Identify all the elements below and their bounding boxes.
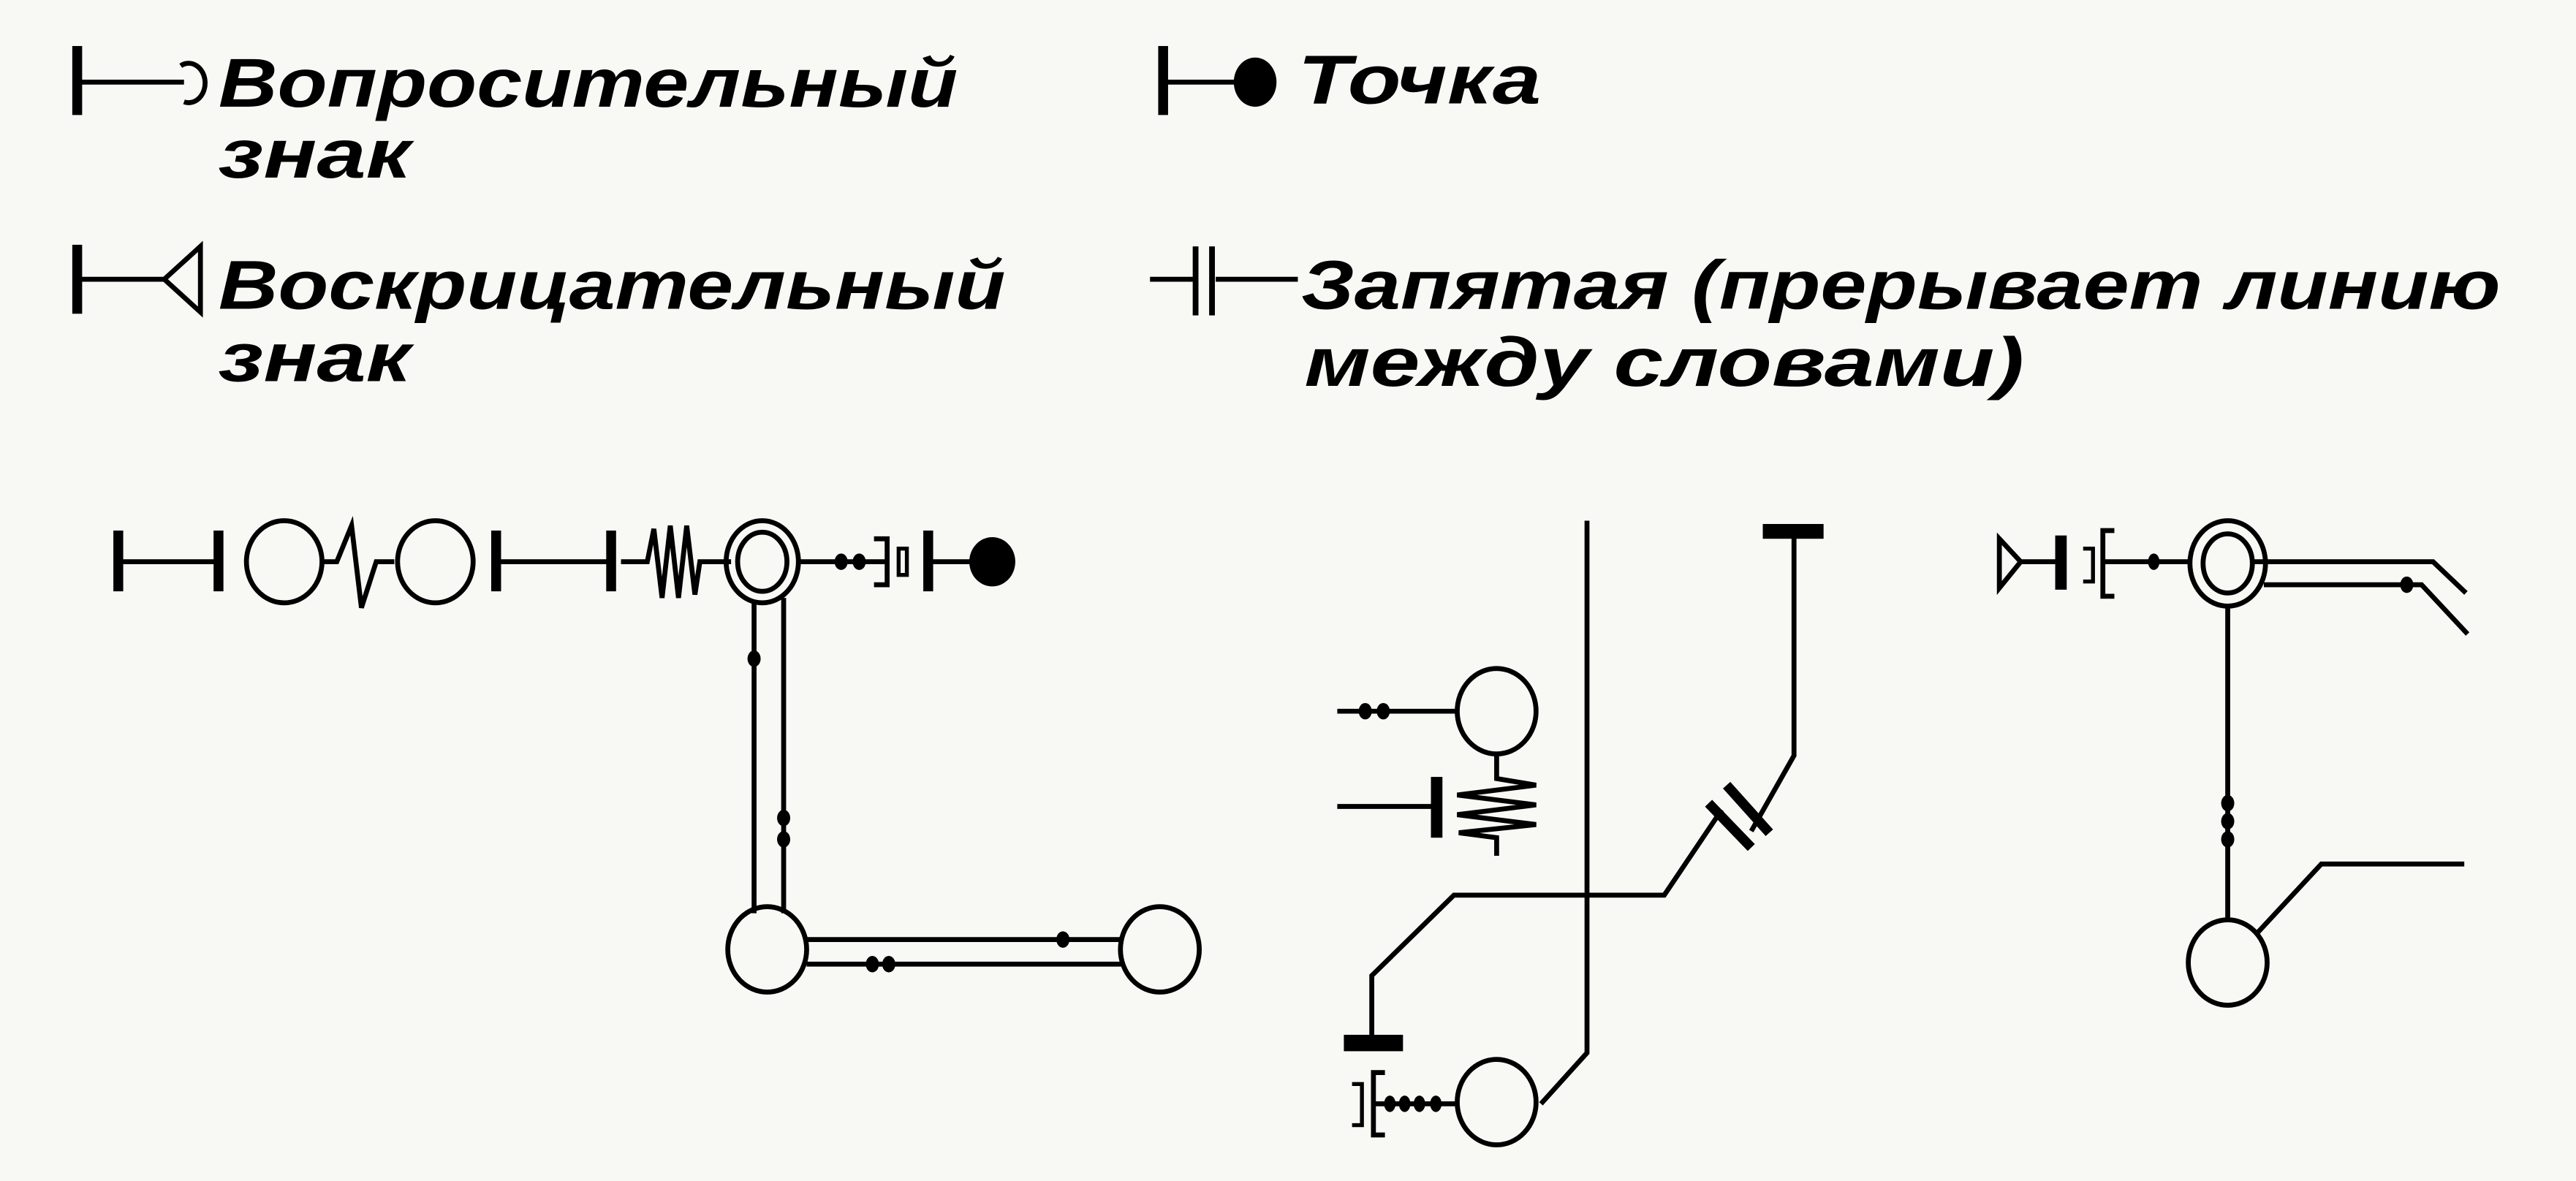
period-symbol-icon [1158,45,1277,115]
bar-icon [1344,1034,1403,1052]
legend-comma: Запятая (прерывает линию между словами) [1150,246,2501,401]
word-circle [2186,917,2270,1008]
bar-icon [606,530,616,592]
word-circle [1118,904,1202,995]
bar-icon [2055,535,2067,590]
bar-icon [923,530,933,592]
bar-icon [1762,523,1824,539]
word-circle [725,904,809,995]
sentence-diagram-middle [1337,520,1824,1147]
question-mark-symbol-icon [72,45,208,115]
resistor-zigzag-icon [621,525,732,599]
legend-exclamation: Воскрицательный знак [72,240,1006,396]
dot-icon [834,553,848,570]
break-zigzag-icon [322,515,395,609]
exclamation-mark-symbol-icon [72,240,203,318]
legend-period: Точка [1158,42,1541,119]
dot-icon [852,553,866,570]
resistor-zigzag-icon [1457,753,1537,856]
legend-question: Вопросительный знак [72,45,958,193]
period-dot-icon [969,536,1015,587]
sentence-diagram-right [1996,518,2470,1008]
bar-icon [113,530,124,592]
bracket-icon [874,536,890,588]
comma-plate-icon [1705,800,1755,851]
bar-icon [1431,777,1443,838]
exclamation-triangle-icon [1996,532,2024,596]
bar-icon [213,530,224,592]
legend-exclamation-label-2: знак [219,319,414,396]
comma-symbol-icon [1150,246,1298,316]
comma-plate-icon [1723,781,1773,836]
legend-period-label: Точка [1298,42,1541,119]
legend-question-label: Вопросительный [219,45,958,122]
legend-question-label-2: знак [219,116,414,193]
sentence-diagram-left [113,515,1202,995]
legend-exclamation-label: Воскрицательный [219,248,1006,324]
word-circle [395,518,476,606]
legend-comma-label-2: между словами) [1304,324,2023,401]
legend-comma-label: Запятая (прерывает линию [1301,248,2501,324]
